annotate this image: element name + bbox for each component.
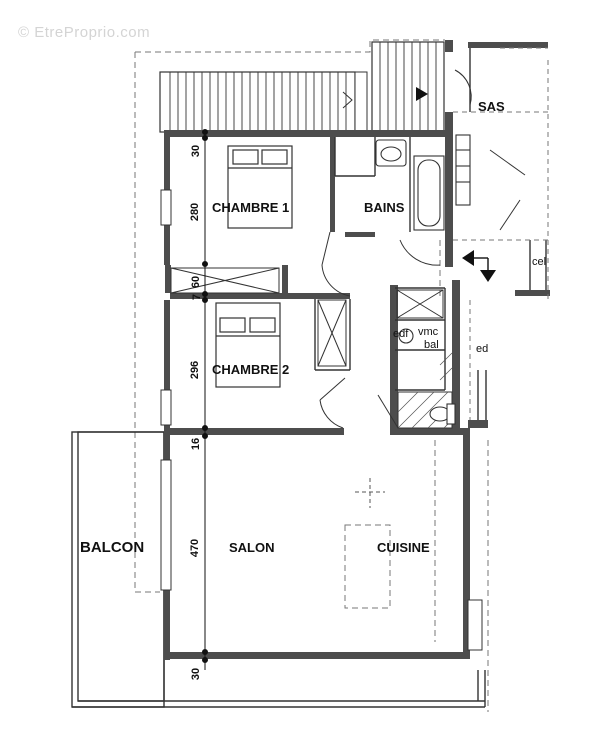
dimension-line	[202, 129, 208, 670]
watermark: © EtreProprio.com	[18, 24, 151, 41]
dashed-outlines	[134, 39, 489, 712]
room-label-balcon: BALCON	[80, 539, 145, 556]
dimension-label: 7	[191, 293, 204, 301]
dimension-label: 280	[189, 202, 202, 222]
closets	[170, 267, 444, 367]
dimension-label: 30	[190, 144, 203, 158]
annotation-bal: bal	[424, 339, 439, 351]
dimension-label: 30	[190, 667, 203, 681]
annotation-edf: edf	[393, 328, 409, 340]
annotation-ed: ed	[476, 343, 489, 355]
room-label-sas: SAS	[478, 99, 505, 114]
room-label-chambre-1: CHAMBRE 1	[212, 200, 290, 215]
annotation-vmc: vmc	[418, 326, 439, 338]
room-label-chambre-2: CHAMBRE 2	[212, 362, 290, 377]
dimension-label: 470	[189, 538, 202, 558]
doors	[319, 69, 526, 429]
windows	[160, 189, 483, 651]
room-label-cuisine: CUISINE	[377, 540, 430, 555]
staircase	[159, 41, 445, 133]
bathroom-fixtures	[375, 134, 471, 425]
dimension-label: 60	[190, 275, 203, 289]
annotation-cel: cel	[532, 256, 547, 268]
partitions	[314, 48, 547, 420]
balcony	[71, 431, 486, 708]
dimension-label: 16	[190, 437, 203, 451]
entrance-dashes	[453, 47, 549, 420]
room-label-bains: BAINS	[364, 200, 405, 215]
entrance-arrows	[462, 250, 496, 282]
room-label-salon: SALON	[229, 540, 275, 555]
dimension-label: 296	[189, 360, 202, 380]
beds	[215, 145, 293, 388]
kitchen-mark	[355, 478, 385, 508]
